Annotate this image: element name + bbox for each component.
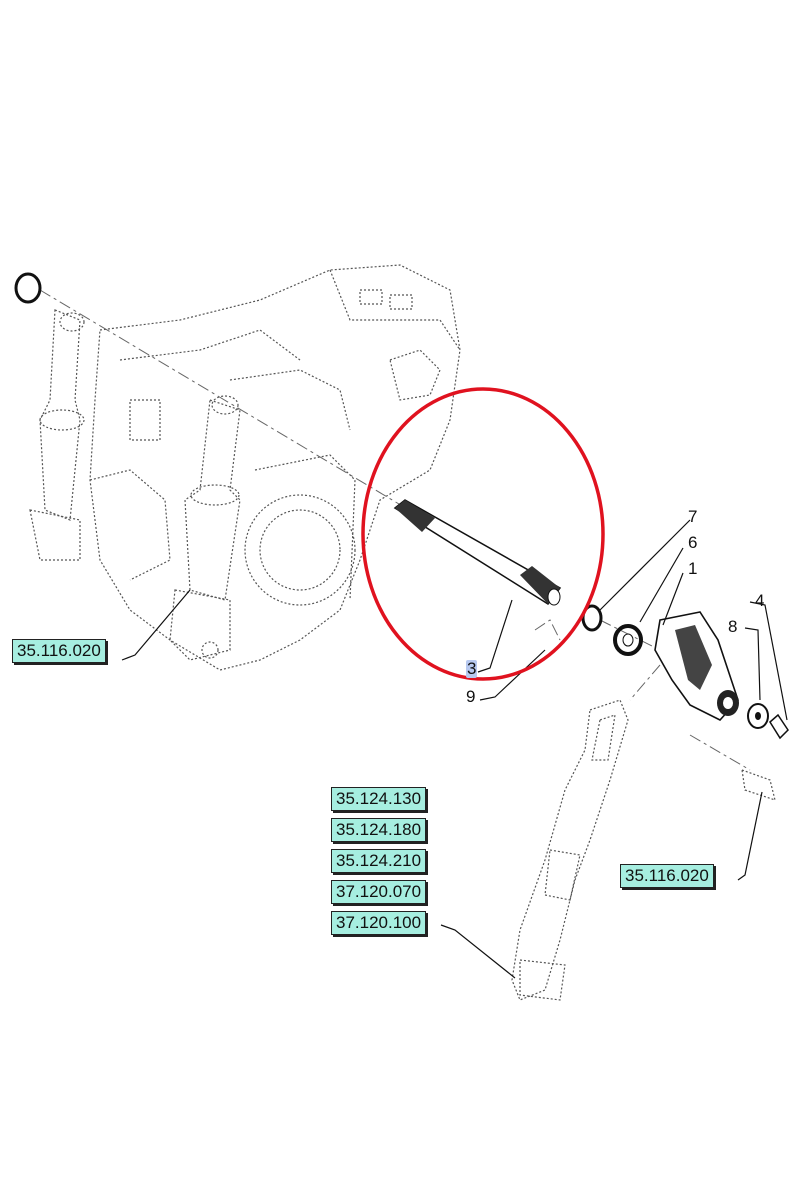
highlight-circle	[361, 387, 605, 681]
housing-outline	[29, 264, 776, 1001]
reference-35-124-130[interactable]: 35.124.130	[331, 787, 427, 811]
callout-8[interactable]: 8	[728, 617, 738, 636]
assembly-axis	[39, 289, 751, 771]
snap-ring	[581, 604, 603, 632]
leader-lines	[121, 519, 788, 979]
callout-6[interactable]: 6	[688, 533, 698, 552]
circlip-ring	[14, 272, 42, 304]
lock-washer	[747, 703, 769, 729]
reference-37-120-100[interactable]: 37.120.100	[331, 911, 427, 935]
thrust-washer	[613, 624, 643, 656]
callout-3[interactable]: 3	[466, 659, 478, 678]
callout-7[interactable]: 7	[688, 507, 698, 526]
lift-shaft	[393, 499, 562, 606]
reference-35-124-180[interactable]: 35.124.180	[331, 818, 427, 842]
reference-35-116-020-right[interactable]: 35.116.020	[620, 864, 714, 888]
retaining-bolt	[769, 713, 789, 740]
reference-35-116-020-left[interactable]: 35.116.020	[12, 639, 106, 663]
callout-4[interactable]: 4	[755, 591, 765, 610]
reference-35-124-210[interactable]: 35.124.210	[331, 849, 427, 873]
reference-37-120-070[interactable]: 37.120.070	[331, 880, 427, 904]
callout-9[interactable]: 9	[466, 687, 476, 706]
lift-arm	[654, 611, 739, 721]
callout-1[interactable]: 1	[688, 559, 698, 578]
